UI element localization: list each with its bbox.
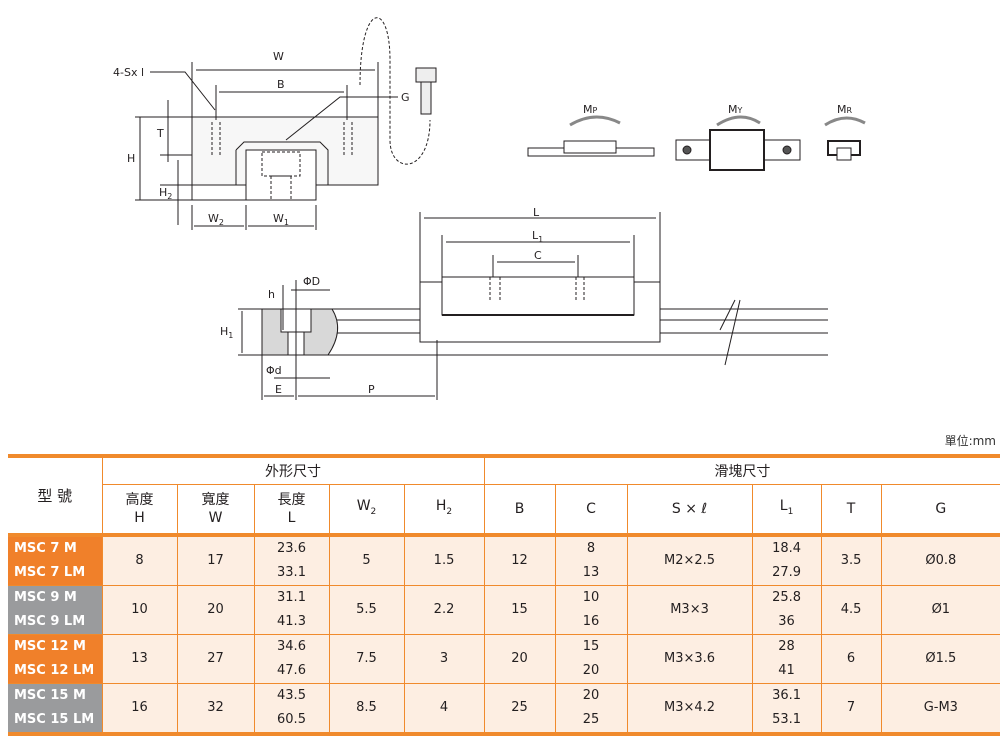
cross-section-view: W B G 4-Sx l T H H2 W2 W1 [113,17,437,230]
label-my: MY [728,103,743,116]
header-outer-dimensions: 外形尺寸 [101,454,485,485]
cell-sxl: M3×3 [626,585,753,635]
header-h2: H2 [403,484,485,537]
cell-t: 7 [820,683,882,736]
label-w2: W2 [208,212,224,227]
cell-sxl: M2×2.5 [626,534,753,586]
cell-sxl: M3×4.2 [626,683,753,736]
label-mr: MR [837,103,853,116]
header-w2: W2 [328,484,405,537]
cell-w2: 7.5 [328,634,405,684]
unit-label: 單位:mm [944,434,996,448]
cell-h2: 4 [403,683,485,736]
label-w1: W1 [273,212,289,227]
label-h: H [127,152,135,165]
label-l1: L1 [532,229,543,244]
cell-w: 32 [176,683,255,736]
side-view: L L1 C ΦD h H1 Φd E P [220,206,828,400]
moment-diagrams: MP MY MR [527,103,866,171]
label-w: W [273,50,284,63]
cell-g: Ø1.5 [880,634,1000,684]
label-b: B [277,78,285,91]
label-4-sxl: 4-Sx l [113,66,144,79]
cell-g: G-M3 [880,683,1000,736]
cell-t: 6 [820,634,882,684]
header-t: T [820,484,882,537]
cell-w: 17 [176,534,255,586]
label-h2: H2 [159,186,172,201]
label-p: P [368,383,375,396]
label-mp: MP [583,103,598,116]
header-c: C [554,484,628,537]
header-block-dimensions: 滑塊尺寸 [483,454,1000,485]
cell-w: 27 [176,634,255,684]
cell-g: Ø0.8 [880,534,1000,586]
label-t: T [156,127,164,140]
label-c: C [534,249,542,262]
cell-h: 16 [101,683,178,736]
header-g: G [880,484,1000,537]
header-model: 型 號 [8,454,103,537]
cell-t: 4.5 [820,585,882,635]
label-phi-d: Φd [266,364,282,377]
label-l: L [533,206,540,219]
cell-sxl: M3×3.6 [626,634,753,684]
cell-g: Ø1 [880,585,1000,635]
label-h1: H1 [220,325,233,340]
cell-w2: 8.5 [328,683,405,736]
cell-w: 20 [176,585,255,635]
cell-h2: 2.2 [403,585,485,635]
cell-b: 20 [483,634,556,684]
cell-w2: 5.5 [328,585,405,635]
cell-b: 12 [483,534,556,586]
label-g: G [401,91,410,104]
header-b: B [483,484,556,537]
cell-h: 13 [101,634,178,684]
label-h-small: h [268,288,275,301]
header-sxl: S × ℓ [626,484,753,537]
header-l1: L1 [751,484,822,537]
cell-b: 15 [483,585,556,635]
label-e: E [275,383,282,396]
cell-h: 8 [101,534,178,586]
cell-t: 3.5 [820,534,882,586]
technical-drawing: W B G 4-Sx l T H H2 W2 W1 MP MY MR L L1 … [113,17,866,400]
cell-h2: 3 [403,634,485,684]
cell-h: 10 [101,585,178,635]
label-phi-D: ΦD [303,275,320,288]
cell-w2: 5 [328,534,405,586]
cell-b: 25 [483,683,556,736]
cell-h2: 1.5 [403,534,485,586]
